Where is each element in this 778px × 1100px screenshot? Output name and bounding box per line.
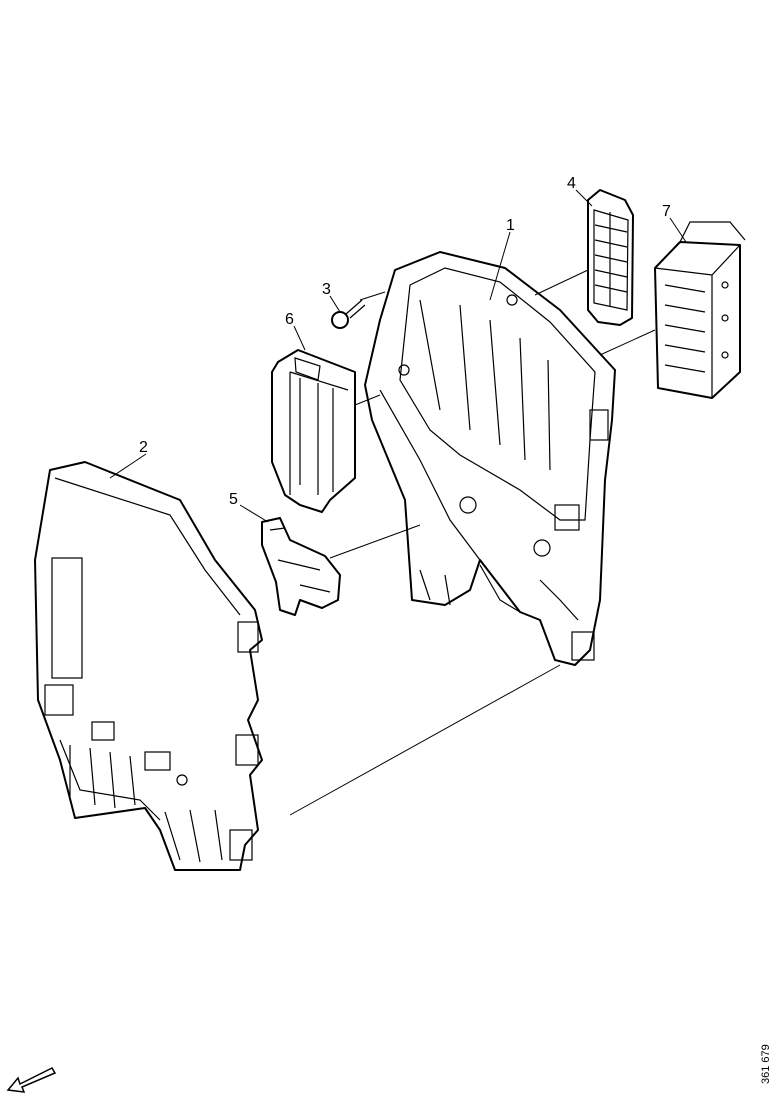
callout-6: 6: [285, 311, 294, 328]
part-6-module: [271, 349, 356, 513]
part-7-connector: [654, 221, 746, 399]
callout-5: 5: [229, 491, 238, 508]
part-3-screw: [331, 299, 366, 329]
callout-2: 2: [139, 439, 148, 456]
part-4-grille: [587, 189, 634, 326]
direction-arrow-icon: [6, 1067, 57, 1093]
part-5-bracket: [261, 517, 341, 616]
figure-code: 361 679: [760, 1044, 772, 1084]
assembly-lines: [289, 269, 656, 816]
callout-1: 1: [506, 217, 515, 234]
callout-4: 4: [567, 175, 576, 192]
part-1-housing: [364, 251, 616, 666]
part-2-cover: [34, 461, 263, 871]
callout-leaders: [109, 189, 687, 523]
callout-3: 3: [322, 281, 331, 298]
callout-7: 7: [662, 203, 671, 220]
